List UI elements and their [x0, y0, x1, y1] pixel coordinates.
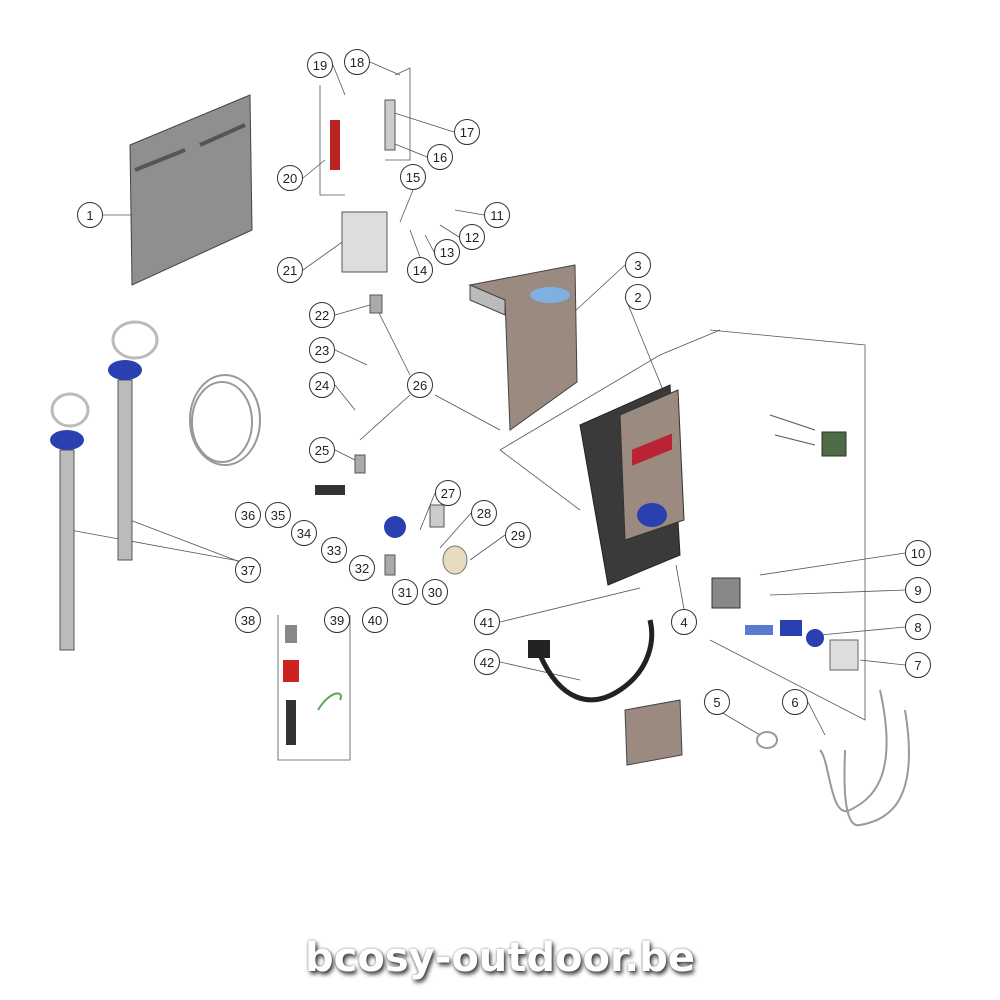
callout-26: 26 — [407, 372, 433, 398]
callout-39: 39 — [324, 607, 350, 633]
callout-33: 33 — [321, 537, 347, 563]
callout-12: 12 — [459, 224, 485, 250]
watermark-text: bcosy-outdoor.be — [305, 935, 695, 981]
callout-2: 2 — [625, 284, 651, 310]
callout-4: 4 — [671, 609, 697, 635]
callout-27: 27 — [435, 480, 461, 506]
part-3-cover — [468, 264, 578, 431]
callout-38: 38 — [235, 607, 261, 633]
part-21-manifold — [315, 99, 468, 576]
callout-42: 42 — [474, 649, 500, 675]
callout-36: 36 — [235, 502, 261, 528]
callout-14: 14 — [407, 257, 433, 283]
callout-35: 35 — [265, 502, 291, 528]
callout-3: 3 — [625, 252, 651, 278]
callout-7: 7 — [905, 652, 931, 678]
callout-10: 10 — [905, 540, 931, 566]
callout-1: 1 — [77, 202, 103, 228]
callout-34: 34 — [291, 520, 317, 546]
part-42-power-cord — [528, 619, 683, 766]
callout-5: 5 — [704, 689, 730, 715]
callout-41: 41 — [474, 609, 500, 635]
callout-29: 29 — [505, 522, 531, 548]
callout-28: 28 — [471, 500, 497, 526]
callout-31: 31 — [392, 579, 418, 605]
callout-22: 22 — [309, 302, 335, 328]
callout-17: 17 — [454, 119, 480, 145]
part-37-probes — [50, 320, 159, 651]
callout-20: 20 — [277, 165, 303, 191]
callout-19: 19 — [307, 52, 333, 78]
parts-pump-head — [711, 577, 859, 671]
callout-25: 25 — [309, 437, 335, 463]
callout-9: 9 — [905, 577, 931, 603]
leader-lines — [69, 61, 906, 761]
callout-40: 40 — [362, 607, 388, 633]
parts-tubes — [189, 374, 910, 827]
callout-21: 21 — [277, 257, 303, 283]
part-pump-motor — [769, 414, 847, 457]
callout-30: 30 — [422, 579, 448, 605]
callout-13: 13 — [434, 239, 460, 265]
callout-8: 8 — [905, 614, 931, 640]
callout-16: 16 — [427, 144, 453, 170]
callout-15: 15 — [400, 164, 426, 190]
part-1-back-panel — [129, 94, 253, 286]
callout-24: 24 — [309, 372, 335, 398]
callout-37: 37 — [235, 557, 261, 583]
callout-18: 18 — [344, 49, 370, 75]
part-2-housing — [579, 384, 685, 586]
callout-6: 6 — [782, 689, 808, 715]
callout-11: 11 — [484, 202, 510, 228]
callout-32: 32 — [349, 555, 375, 581]
part-39-40-valve — [283, 625, 342, 745]
callout-23: 23 — [309, 337, 335, 363]
